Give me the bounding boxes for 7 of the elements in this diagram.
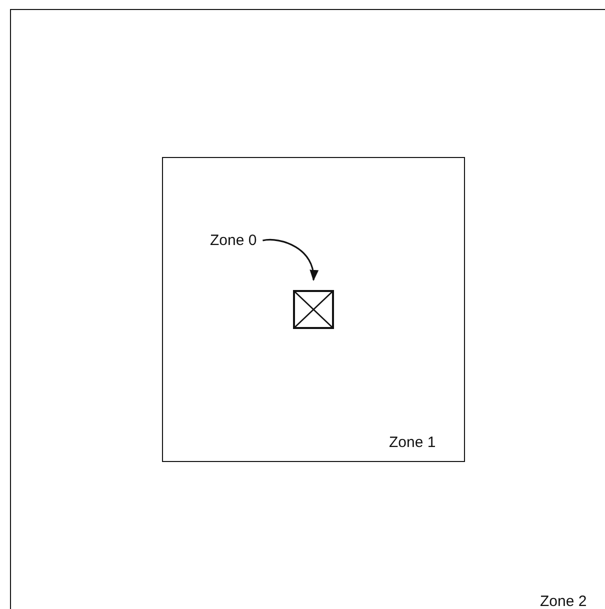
leader-arrow <box>262 239 318 282</box>
zone-label: Zone 1 <box>389 434 436 451</box>
zone-label: Zone 0 <box>210 232 257 249</box>
zone-boundary <box>162 157 465 462</box>
zone-boundary <box>10 9 605 609</box>
crossed-box-icon <box>293 290 334 329</box>
zone-label: Zone 2 <box>540 593 587 609</box>
